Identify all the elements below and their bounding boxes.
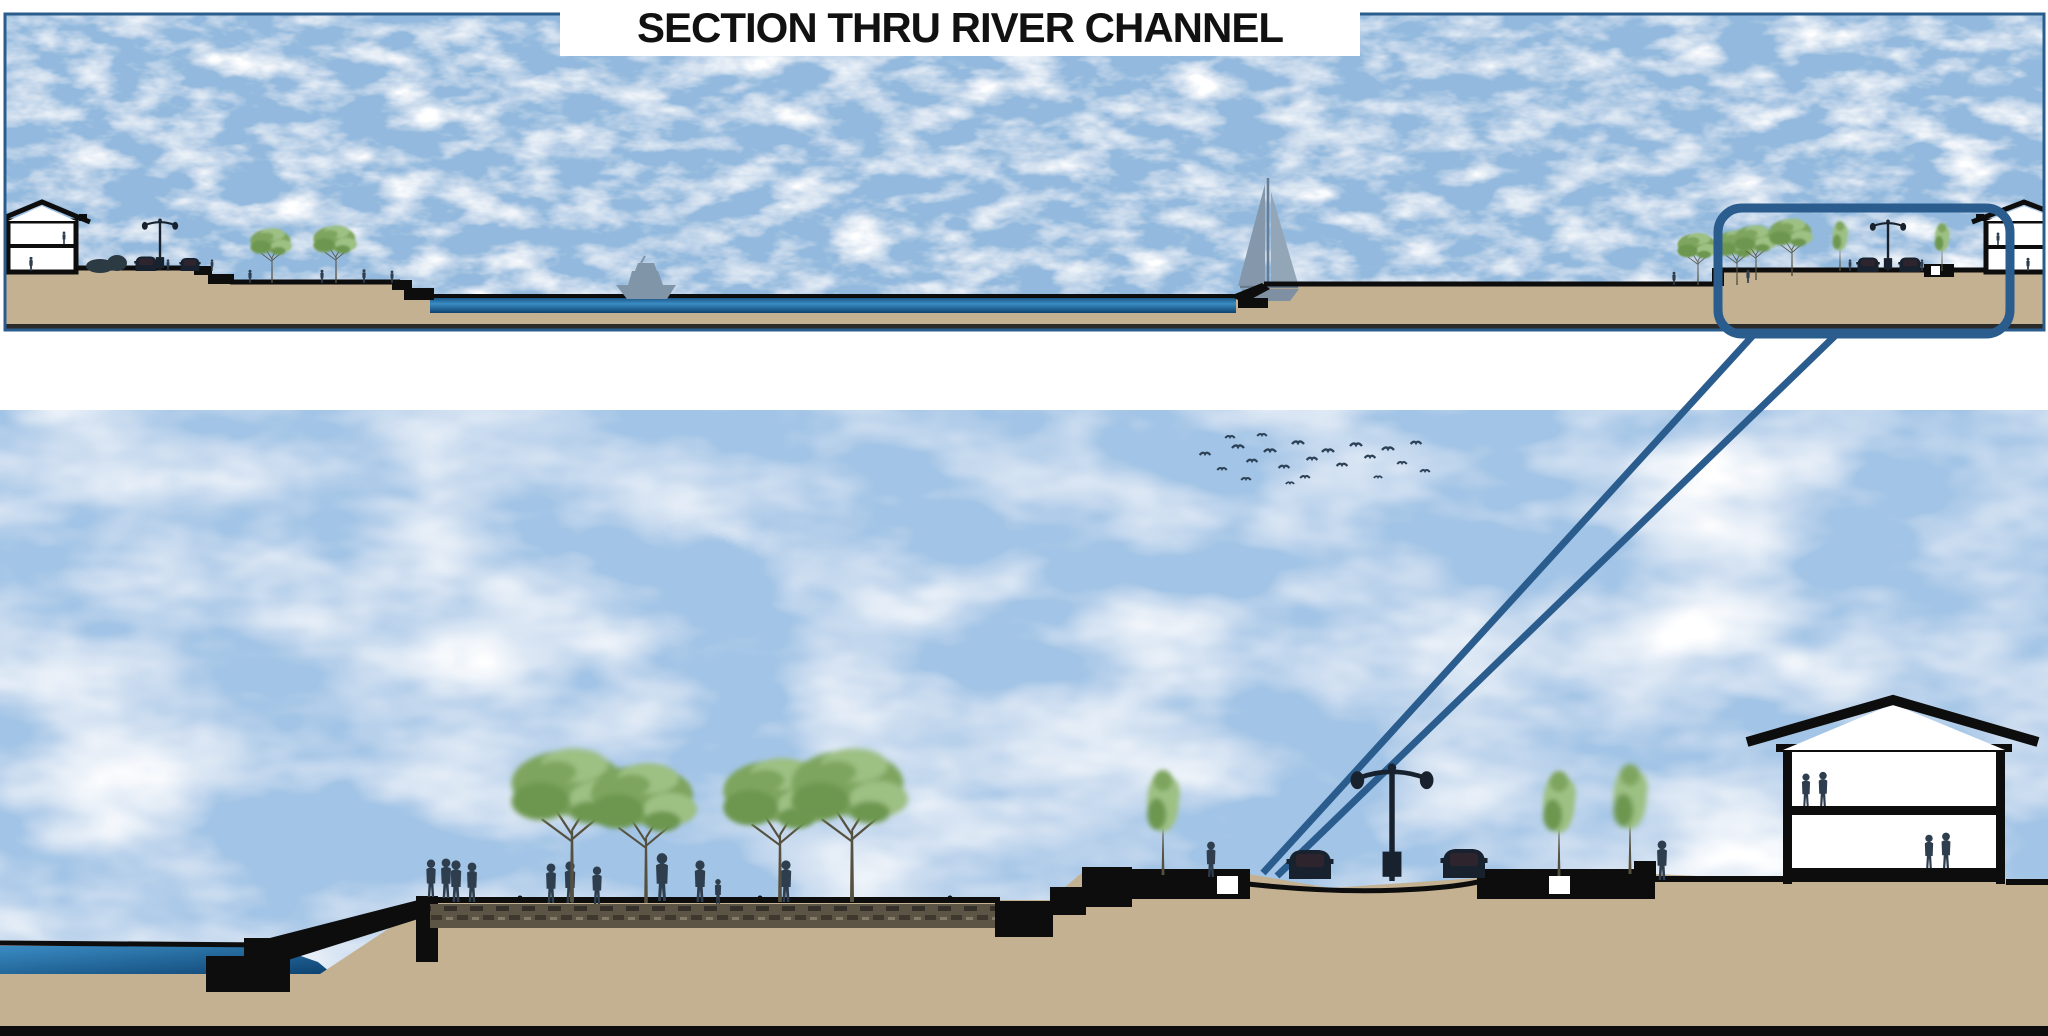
bush bbox=[107, 255, 127, 271]
overview-panel bbox=[4, 13, 2045, 331]
callout-box bbox=[1713, 203, 2015, 339]
title-band: SECTION THRU RIVER CHANNEL bbox=[560, 0, 1360, 56]
detail-building bbox=[1745, 694, 2040, 884]
car bbox=[1898, 257, 1922, 272]
detail-scene bbox=[0, 694, 2048, 1036]
detail-water-edge bbox=[0, 940, 273, 948]
river-water bbox=[430, 296, 1236, 313]
sailboat bbox=[1238, 178, 1299, 301]
utility-box bbox=[1931, 266, 1940, 275]
bush bbox=[86, 259, 114, 273]
curb-block bbox=[1634, 861, 1656, 879]
car bbox=[134, 256, 158, 271]
utility-box bbox=[1213, 872, 1242, 898]
section-title: SECTION THRU RIVER CHANNEL bbox=[637, 4, 1283, 51]
left-building bbox=[4, 199, 91, 275]
car bbox=[179, 257, 201, 271]
promenade-steps bbox=[995, 867, 1132, 937]
detail-baseline bbox=[0, 1026, 2048, 1036]
overview-sky bbox=[4, 13, 2045, 331]
car bbox=[1440, 849, 1488, 878]
overview-baseline bbox=[4, 324, 2045, 331]
right-building bbox=[1971, 199, 2045, 275]
car bbox=[1856, 257, 1880, 272]
promenade bbox=[428, 895, 1000, 928]
callout-leader-lines bbox=[1260, 328, 1843, 879]
roadway bbox=[1128, 861, 2048, 899]
motorboat bbox=[616, 255, 676, 299]
car bbox=[1286, 850, 1334, 879]
utility-box bbox=[1545, 872, 1574, 898]
